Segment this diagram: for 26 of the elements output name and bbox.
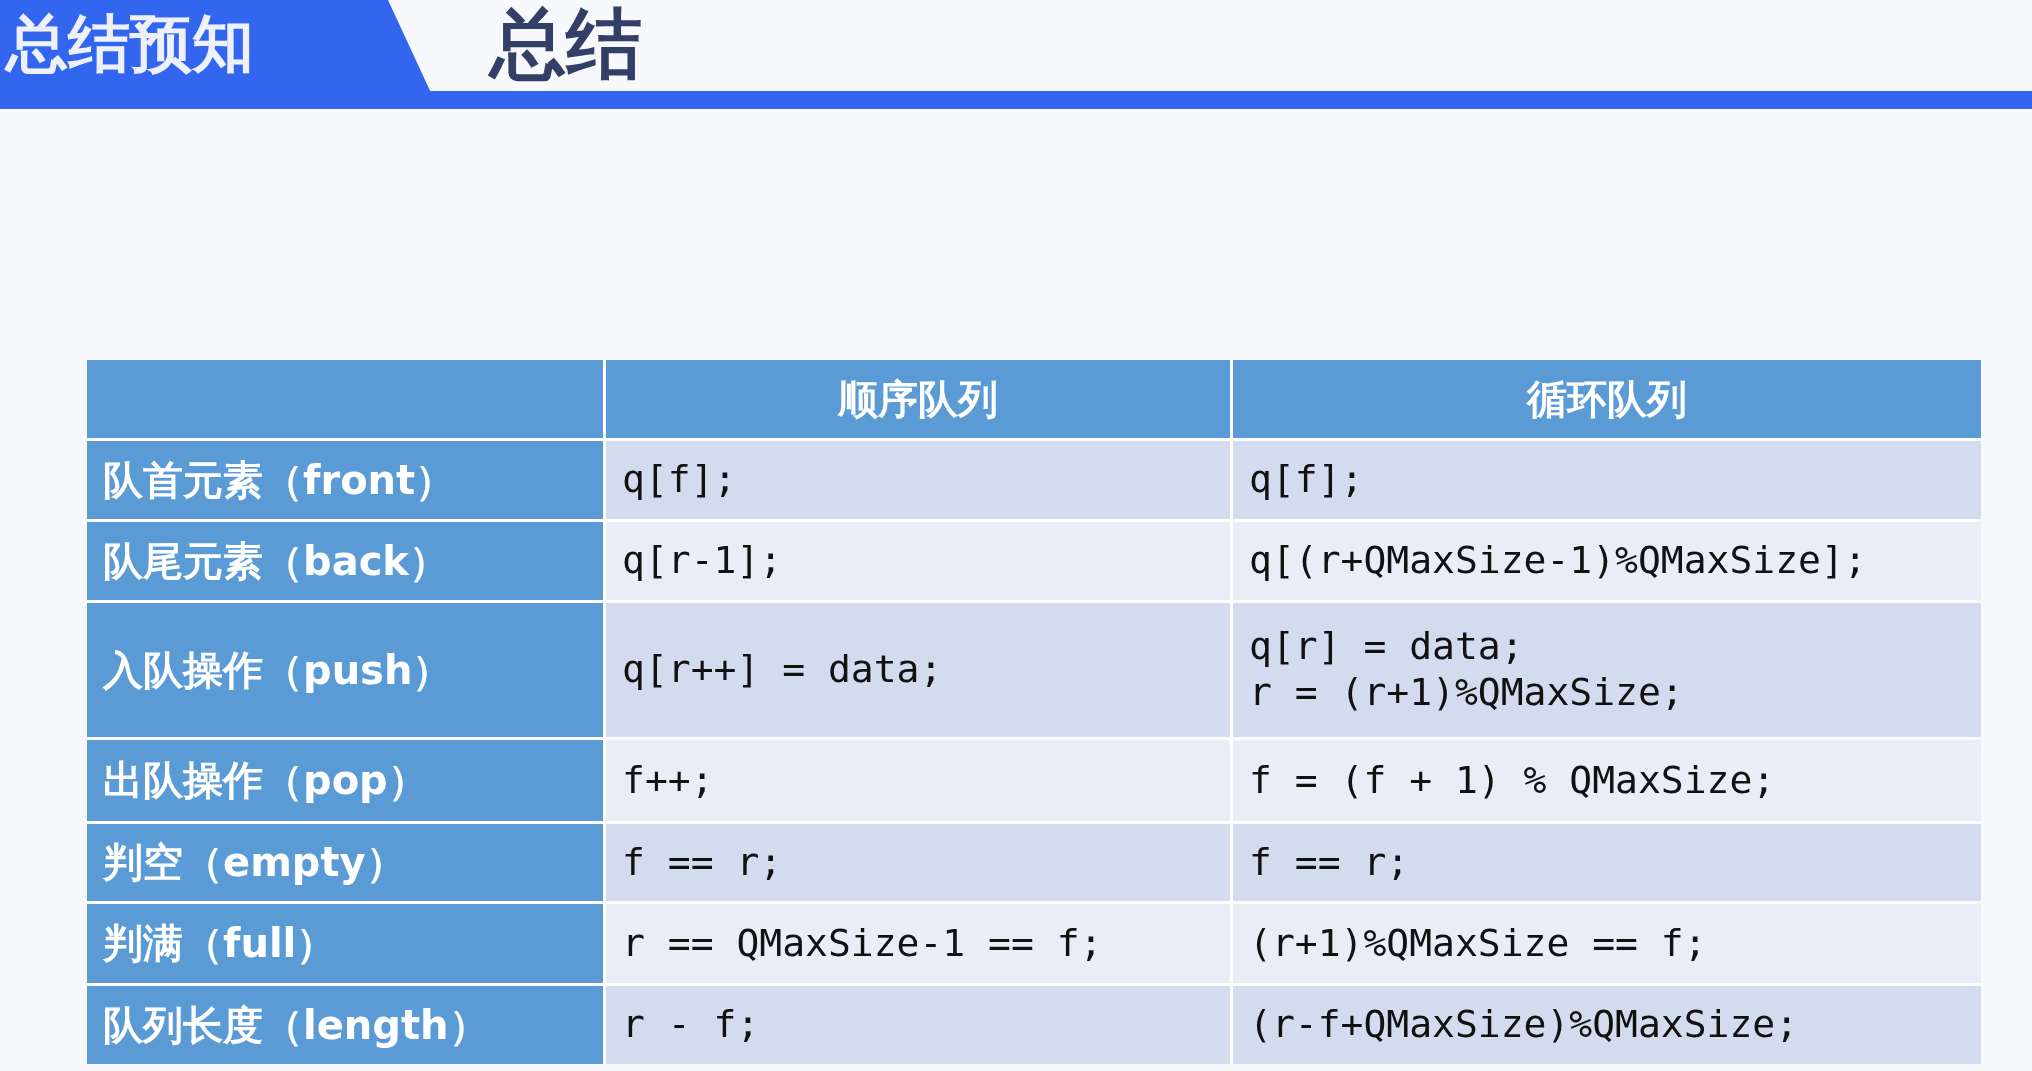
code-text: q[f];	[622, 457, 737, 503]
row-heading: 出队操作（pop）	[103, 756, 428, 805]
code-text: f == r;	[622, 839, 783, 886]
code-text: (r+1)%QMaxSize == f;	[1249, 920, 1707, 967]
column-heading: 顺序队列	[838, 374, 998, 424]
code-text: q[r++] = data;	[622, 647, 943, 693]
row-heading: 判空（empty）	[103, 838, 406, 887]
row-heading: 入队操作（push）	[103, 645, 453, 695]
code-text: r == QMaxSize-1 == f;	[622, 920, 1103, 967]
row-heading: 队首元素（front）	[103, 455, 456, 505]
column-heading: 循环队列	[1527, 374, 1687, 424]
code-text: r = (r+1)%QMaxSize;	[1249, 670, 1684, 716]
row-heading: 判满（full）	[103, 919, 337, 968]
code-text: q[(r+QMaxSize-1)%QMaxSize];	[1249, 538, 1867, 584]
code-text: r - f;	[622, 1002, 760, 1048]
code-text: f++;	[622, 757, 714, 804]
section-tab-label: 总结预知	[6, 8, 254, 80]
row-heading: 队列长度（length）	[103, 1000, 489, 1050]
code-text: f == r;	[1249, 839, 1410, 886]
code-text: q[f];	[1249, 457, 1364, 503]
code-text: (r-f+QMaxSize)%QMaxSize;	[1249, 1002, 1799, 1048]
row-heading: 队尾元素（back）	[103, 536, 449, 586]
code-text: q[r-1];	[622, 538, 783, 584]
page-title: 总结	[490, 2, 642, 86]
code-text: f = (f + 1) % QMaxSize;	[1249, 757, 1776, 804]
code-text: q[r] = data;	[1249, 624, 1524, 670]
